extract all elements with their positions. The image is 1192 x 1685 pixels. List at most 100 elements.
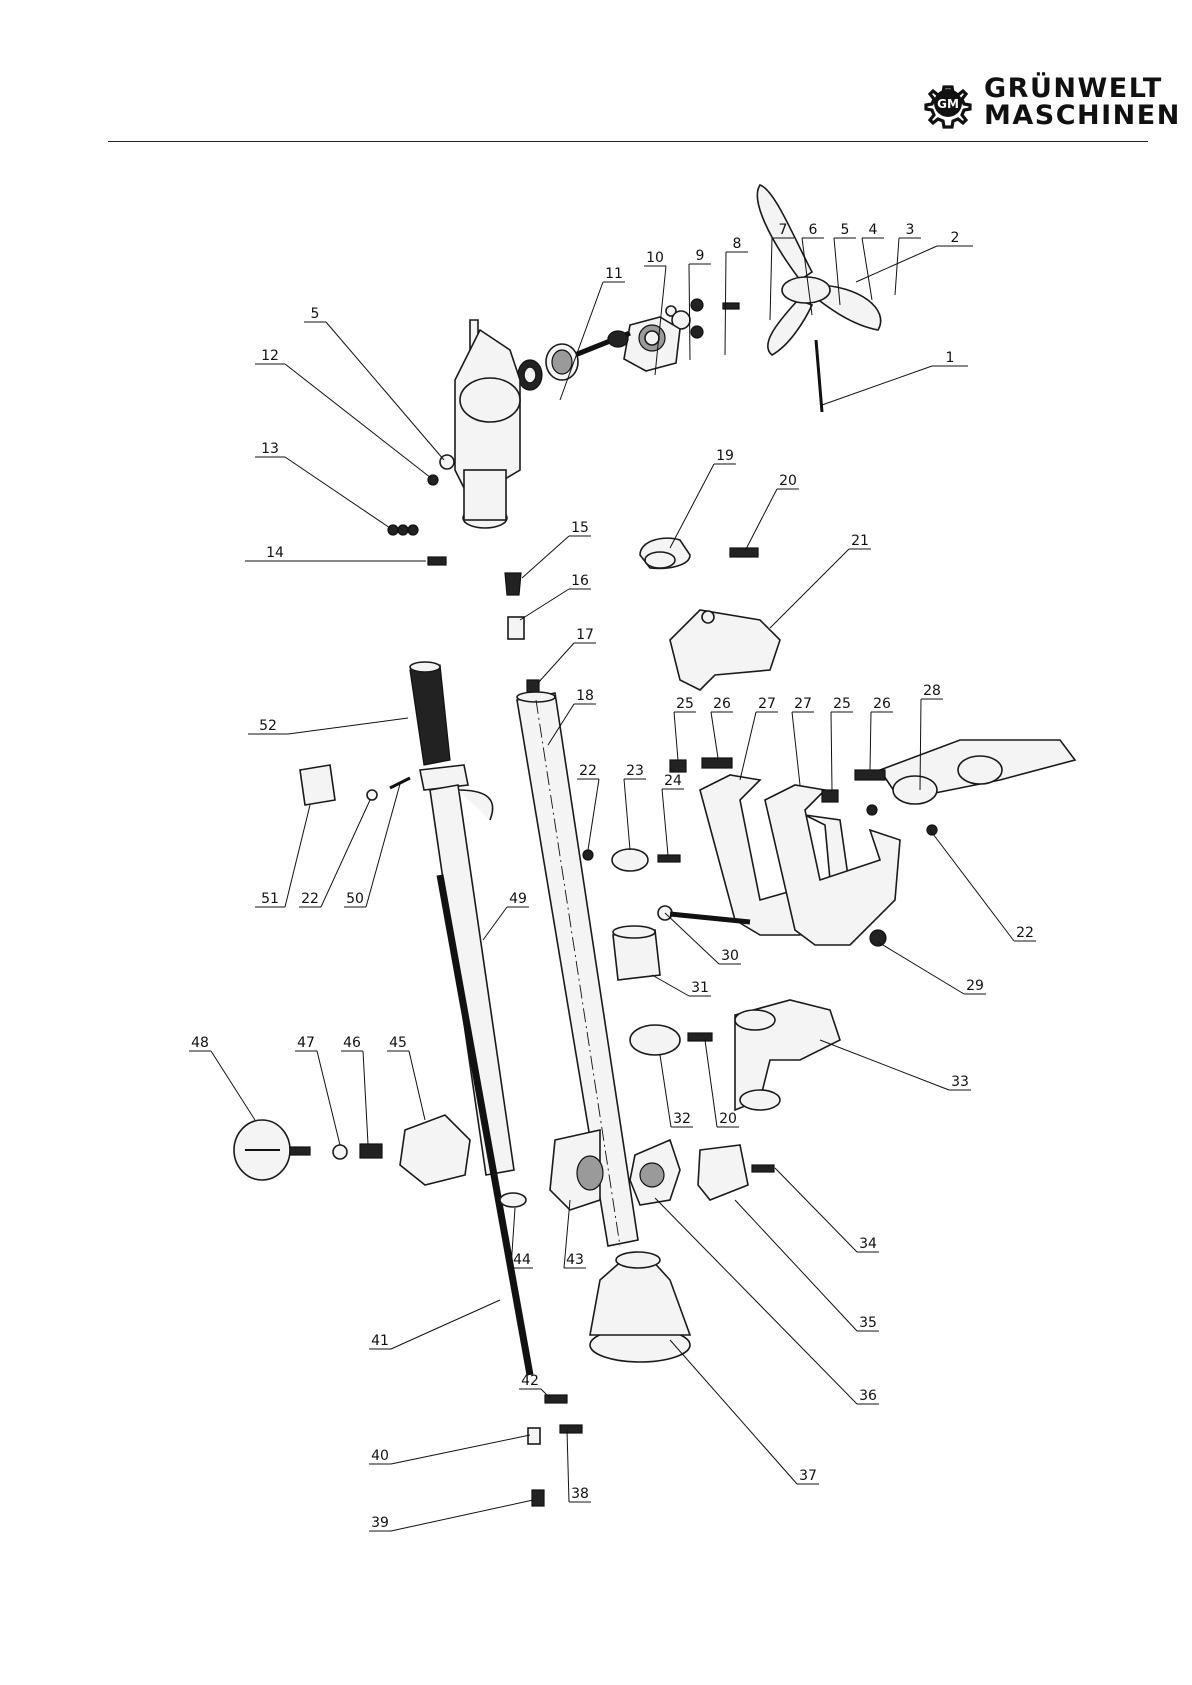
- callout-number: 27: [758, 696, 776, 712]
- callout-number: 38: [571, 1486, 589, 1502]
- pin-50-part: [390, 778, 410, 788]
- clamp-23-part: [612, 849, 648, 871]
- callout-number: 34: [859, 1236, 877, 1252]
- callout-number: 28: [923, 683, 941, 699]
- callout-c22c: 22: [930, 830, 1036, 941]
- callout-number: 35: [859, 1315, 877, 1331]
- tiller-tube-part: [420, 765, 514, 1175]
- callout-leader: [930, 830, 1014, 941]
- callout-leader: [538, 643, 574, 683]
- callout-c29: 29: [878, 942, 986, 994]
- cable-end-39-part: [532, 1490, 544, 1506]
- callout-c5b: 5: [304, 306, 444, 460]
- nut-22-part: [367, 790, 377, 800]
- callout-leader: [520, 589, 569, 620]
- callout-number: 12: [261, 348, 279, 364]
- callout-number: 40: [371, 1448, 389, 1464]
- callout-leader: [665, 913, 719, 964]
- callout-c37: 37: [670, 1340, 819, 1484]
- callout-leader: [391, 1500, 533, 1531]
- callout-c40: 40: [369, 1435, 530, 1464]
- callout-leader: [660, 1055, 671, 1127]
- callout-leader: [567, 1430, 569, 1502]
- nut-22c-part: [867, 805, 877, 815]
- callout-c41: 41: [369, 1300, 500, 1349]
- callout-c32: 32: [660, 1055, 693, 1127]
- callout-leader: [655, 1198, 857, 1404]
- callout-leader: [711, 712, 718, 758]
- callout-number: 10: [646, 250, 664, 266]
- callout-number: 20: [719, 1111, 737, 1127]
- callout-c22a: 22: [577, 763, 599, 850]
- callout-leader: [483, 907, 507, 940]
- callout-c19: 19: [670, 448, 736, 548]
- callout-leader: [689, 264, 690, 360]
- callout-leader: [317, 1051, 340, 1145]
- callout-leader: [820, 1040, 949, 1090]
- throttle-lever-part: [300, 765, 335, 805]
- callout-c20a: 20: [745, 473, 799, 551]
- callout-number: 26: [713, 696, 731, 712]
- callout-c49: 49: [483, 891, 529, 940]
- callout-number: 24: [664, 773, 682, 789]
- callout-number: 5: [841, 222, 850, 238]
- tension-knob-part: [234, 1120, 310, 1180]
- callout-number: 37: [799, 1468, 817, 1484]
- callout-c52: 52: [248, 718, 408, 734]
- callout-number: 52: [259, 718, 277, 734]
- bolt-13-part: [388, 525, 418, 535]
- callout-leader: [735, 1200, 857, 1331]
- nut-22a-part: [583, 850, 593, 860]
- callout-leader: [775, 1168, 857, 1252]
- callout-c46: 46: [341, 1035, 368, 1144]
- callout-c1: 1: [822, 350, 968, 405]
- callout-number: 20: [779, 473, 797, 489]
- propeller-part: [757, 185, 880, 355]
- callout-leader: [770, 238, 772, 320]
- clamp-32-part: [630, 1025, 680, 1055]
- callout-number: 50: [346, 891, 364, 907]
- callout-number: 19: [716, 448, 734, 464]
- callout-number: 16: [571, 573, 589, 589]
- callout-c24: 24: [662, 773, 684, 855]
- callout-number: 1: [946, 350, 955, 366]
- callout-leader: [588, 779, 599, 850]
- callout-c4: 4: [862, 222, 884, 300]
- callout-c14: 14: [245, 545, 426, 561]
- callout-number: 51: [261, 891, 279, 907]
- callout-number: 14: [266, 545, 284, 561]
- callout-leader: [674, 712, 678, 760]
- callout-number: 30: [721, 948, 739, 964]
- callout-leader: [391, 1300, 500, 1349]
- callout-number: 26: [873, 696, 891, 712]
- callout-c48: 48: [189, 1035, 255, 1120]
- callout-number: 49: [509, 891, 527, 907]
- shear-pin-part: [816, 340, 822, 412]
- callout-c42: 42: [519, 1373, 550, 1398]
- callout-c33: 33: [820, 1040, 971, 1090]
- screw-24-part: [658, 855, 680, 862]
- callout-number: 3: [906, 222, 915, 238]
- callout-c17: 17: [538, 627, 596, 683]
- callout-leader: [895, 238, 899, 295]
- callout-leader: [662, 789, 668, 855]
- callout-number: 8: [733, 236, 742, 252]
- callout-number: 22: [579, 763, 597, 779]
- callout-number: 23: [626, 763, 644, 779]
- callout-leader: [705, 1040, 717, 1127]
- callout-leader: [624, 779, 630, 850]
- callout-number: 18: [576, 688, 594, 704]
- bolt-26-part: [702, 758, 732, 768]
- callout-c25a: 25: [674, 696, 696, 760]
- callout-leader: [363, 1051, 368, 1144]
- callout-number: 4: [869, 222, 878, 238]
- callout-c26b: 26: [870, 696, 893, 770]
- callout-leader: [285, 364, 431, 478]
- nut-22d-part: [927, 825, 937, 835]
- callout-c16: 16: [520, 573, 591, 620]
- callout-number: 32: [673, 1111, 691, 1127]
- callout-c45: 45: [387, 1035, 425, 1120]
- callout-leader: [862, 238, 872, 300]
- gearbox-housing-part: [455, 320, 520, 528]
